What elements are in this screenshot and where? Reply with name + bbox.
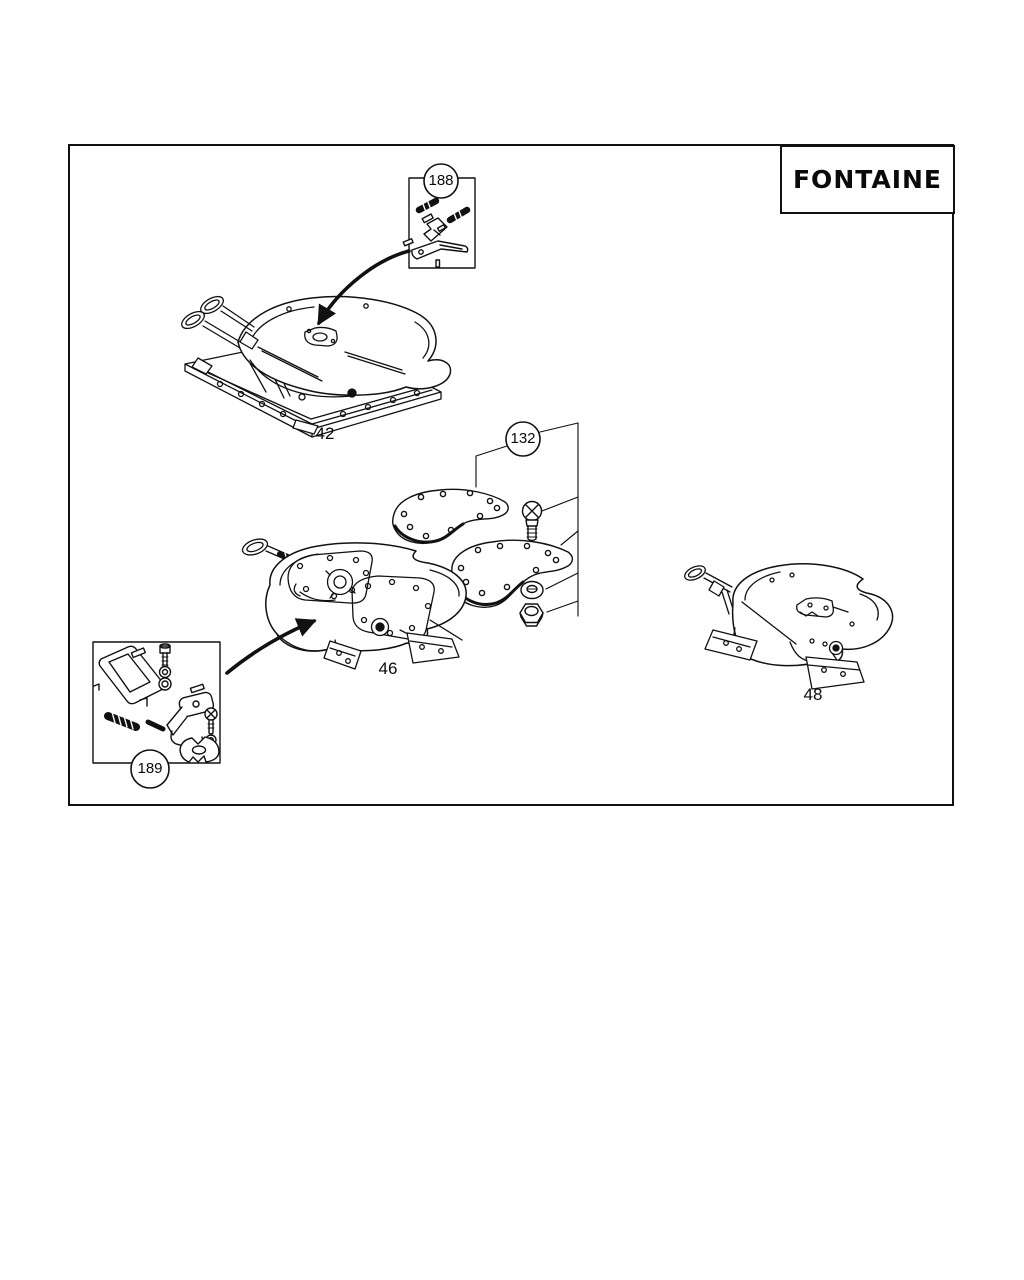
callout-label-188: 188	[428, 172, 454, 189]
part-42-drawing	[181, 295, 452, 438]
callout-label-189: 189	[137, 760, 163, 777]
diagram-border	[68, 144, 954, 806]
part-label-48: 48	[803, 685, 823, 704]
callout-label-132: 132	[510, 430, 536, 447]
part-label-46: 46	[378, 659, 398, 678]
bolt-132	[521, 500, 543, 542]
callout-circle-189	[130, 749, 170, 789]
callout-circle-188	[423, 163, 459, 199]
brand-name: FONTAINE	[792, 165, 942, 194]
parts-box-189	[92, 641, 221, 764]
hardware-group-132	[391, 422, 579, 627]
part-46-drawing	[241, 538, 467, 670]
part-48-drawing	[684, 563, 894, 690]
part-label-42: 42	[315, 424, 335, 443]
arrow-to-part-42	[317, 249, 411, 326]
callout-circles	[130, 163, 541, 789]
callout-circle-132	[505, 421, 541, 457]
nut-132	[519, 603, 544, 627]
brand-plate: FONTAINE	[780, 145, 955, 214]
arrow-to-part-46	[225, 618, 317, 675]
washer-132	[520, 580, 544, 600]
